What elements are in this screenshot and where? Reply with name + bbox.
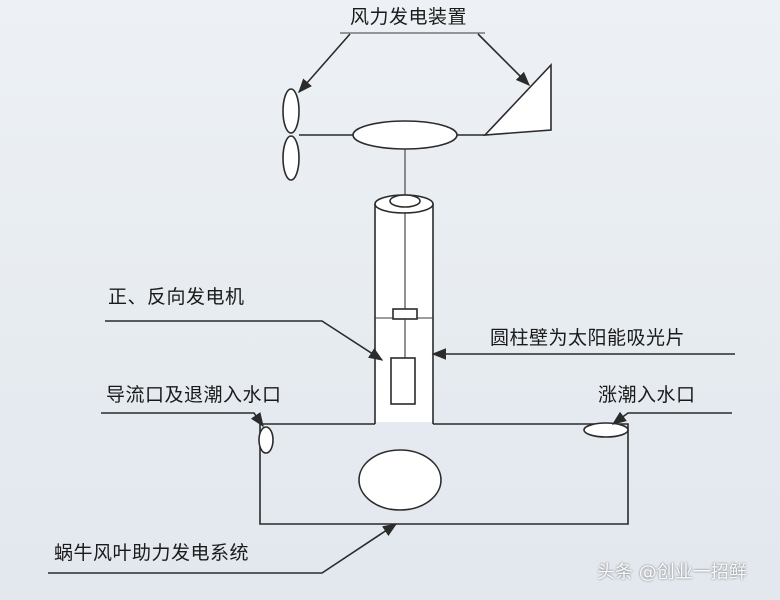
callout-wind-to-propeller (298, 33, 351, 94)
callout-generator (105, 320, 384, 361)
label-snail-system: 蜗牛风叶助力发电系统 (54, 542, 250, 564)
label-solar-wall: 圆柱壁为太阳能吸光片 (490, 327, 686, 349)
callout-guide (101, 412, 264, 428)
label-generator: 正、反向发电机 (108, 286, 245, 308)
cylinder-tower (374, 194, 434, 424)
label-guide-outlet: 导流口及退潮入水口 (106, 384, 282, 406)
water-basin (258, 422, 629, 525)
basin-outline (259, 423, 629, 525)
generator-coupling (392, 308, 418, 320)
propeller-blade-top (282, 88, 300, 134)
propeller-blade-bottom (282, 135, 300, 181)
wind-device (282, 62, 552, 196)
callout-wind-to-tail (477, 33, 531, 87)
tide-inlet-opening (583, 422, 629, 438)
callout-tide (611, 411, 732, 425)
guide-outlet-opening (258, 426, 274, 454)
tower-top-cap (389, 194, 421, 208)
label-wind-device: 风力发电装置 (350, 6, 468, 28)
callout-lines (48, 32, 735, 574)
label-tide-inlet: 涨潮入水口 (598, 384, 696, 406)
tail-fin (483, 62, 552, 136)
snail-turbine (358, 449, 442, 511)
wind-rotor-disc (352, 120, 458, 150)
callout-snail (48, 523, 398, 574)
watermark: 头条 @创业一招鲜 (597, 562, 747, 583)
generator-body (390, 357, 416, 405)
